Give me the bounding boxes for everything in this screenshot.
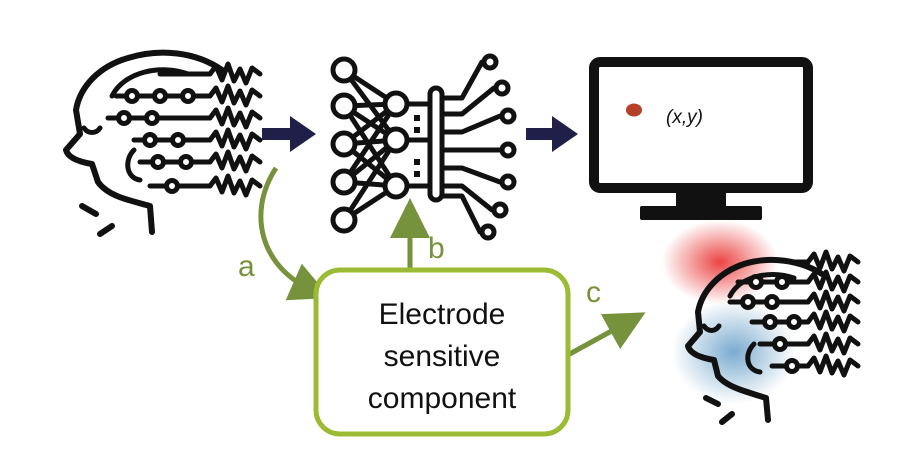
- network-trace: [439, 59, 485, 101]
- electrode-node: [178, 154, 194, 170]
- eeg-signal: [207, 127, 263, 152]
- electrode-lead: [131, 127, 263, 152]
- electrode-lead: [769, 353, 861, 378]
- electrode-node: [124, 88, 140, 104]
- electrode-lead: [727, 289, 861, 314]
- electrode-node: [180, 88, 196, 104]
- box-line-1: Electrode: [379, 298, 506, 331]
- network-output-node: [479, 223, 497, 241]
- network-hidden-node: [382, 126, 410, 154]
- electrode-node: [144, 110, 160, 126]
- network-hidden-node: [382, 172, 410, 200]
- network-trace: [439, 183, 495, 213]
- network-input-node: [330, 56, 358, 84]
- eeg-signal: [805, 249, 861, 274]
- neural-network-icon: [330, 53, 517, 241]
- eeg-signal: [805, 353, 861, 378]
- electrode-node: [740, 294, 756, 310]
- electrode-lead: [157, 61, 263, 86]
- network-input-node: [330, 130, 358, 158]
- electrode-node: [142, 132, 158, 148]
- network-trace: [439, 193, 483, 235]
- arrow-a: [258, 166, 331, 301]
- network-trace: [439, 85, 497, 117]
- eeg-signal: [207, 83, 263, 108]
- eeg-signal: [207, 173, 263, 198]
- eeg-signal: [207, 149, 263, 174]
- electrode-node: [170, 132, 186, 148]
- network-trace: [439, 113, 503, 135]
- network-edge: [341, 137, 399, 223]
- network-output-node: [499, 141, 517, 159]
- network-output-node: [493, 79, 511, 97]
- electrode-node: [772, 336, 788, 352]
- network-output-node: [481, 53, 499, 71]
- electrode-lead: [105, 105, 263, 130]
- eeg-signal: [805, 289, 861, 314]
- electrode-lead: [735, 269, 861, 294]
- electrode-node: [748, 274, 764, 290]
- eeg-signal: [805, 309, 861, 334]
- electrode-node: [762, 314, 778, 330]
- eeg-signal: [805, 331, 861, 356]
- electrode-lead: [113, 83, 263, 108]
- eeg-heatmap-head-icon: [662, 220, 861, 425]
- electrode-node: [152, 88, 168, 104]
- network-output-node: [491, 201, 509, 219]
- electrode-lead: [137, 149, 263, 174]
- network-input-node: [330, 168, 358, 196]
- network-trace: [439, 165, 503, 185]
- electrode-node: [116, 110, 132, 126]
- electrode-lead: [789, 249, 861, 274]
- eeg-signal: [805, 269, 861, 294]
- box-line-2: sensitive: [384, 340, 501, 373]
- electrode-sensitive-box: [313, 267, 571, 437]
- electrode-node: [150, 154, 166, 170]
- arrow-head-to-network: [262, 116, 316, 152]
- electrode-node: [784, 358, 800, 374]
- electrode-lead: [147, 173, 263, 198]
- network-edge: [341, 101, 399, 185]
- gaze-coordinate: (x,y): [666, 107, 703, 128]
- network-dot: [414, 171, 420, 177]
- electrode-node: [764, 294, 780, 310]
- box-line-3: component: [368, 382, 517, 415]
- monitor-icon: [589, 57, 813, 220]
- eeg-head-icon: [63, 49, 263, 237]
- electrode-lead: [757, 331, 861, 356]
- label-a: a: [238, 250, 255, 283]
- network-dot: [414, 127, 420, 133]
- gaze-point-dot: [626, 103, 642, 117]
- eeg-signal: [207, 105, 263, 130]
- arrow-c: [564, 312, 646, 359]
- electrode-node: [774, 274, 790, 290]
- network-output-node: [499, 107, 517, 125]
- network-input-node: [330, 206, 358, 234]
- network-bus: [427, 85, 445, 203]
- network-dot: [414, 159, 420, 165]
- electrode-lead: [749, 309, 861, 334]
- network-hidden-node: [382, 90, 410, 118]
- network-output-node: [499, 173, 517, 191]
- label-b: b: [428, 232, 445, 265]
- network-input-node: [330, 92, 358, 120]
- electrode-node: [786, 314, 802, 330]
- electrode-node: [164, 178, 180, 194]
- arrow-network-to-screen: [526, 116, 578, 152]
- eeg-signal: [207, 61, 263, 86]
- network-dot: [414, 115, 420, 121]
- label-c: c: [586, 276, 601, 309]
